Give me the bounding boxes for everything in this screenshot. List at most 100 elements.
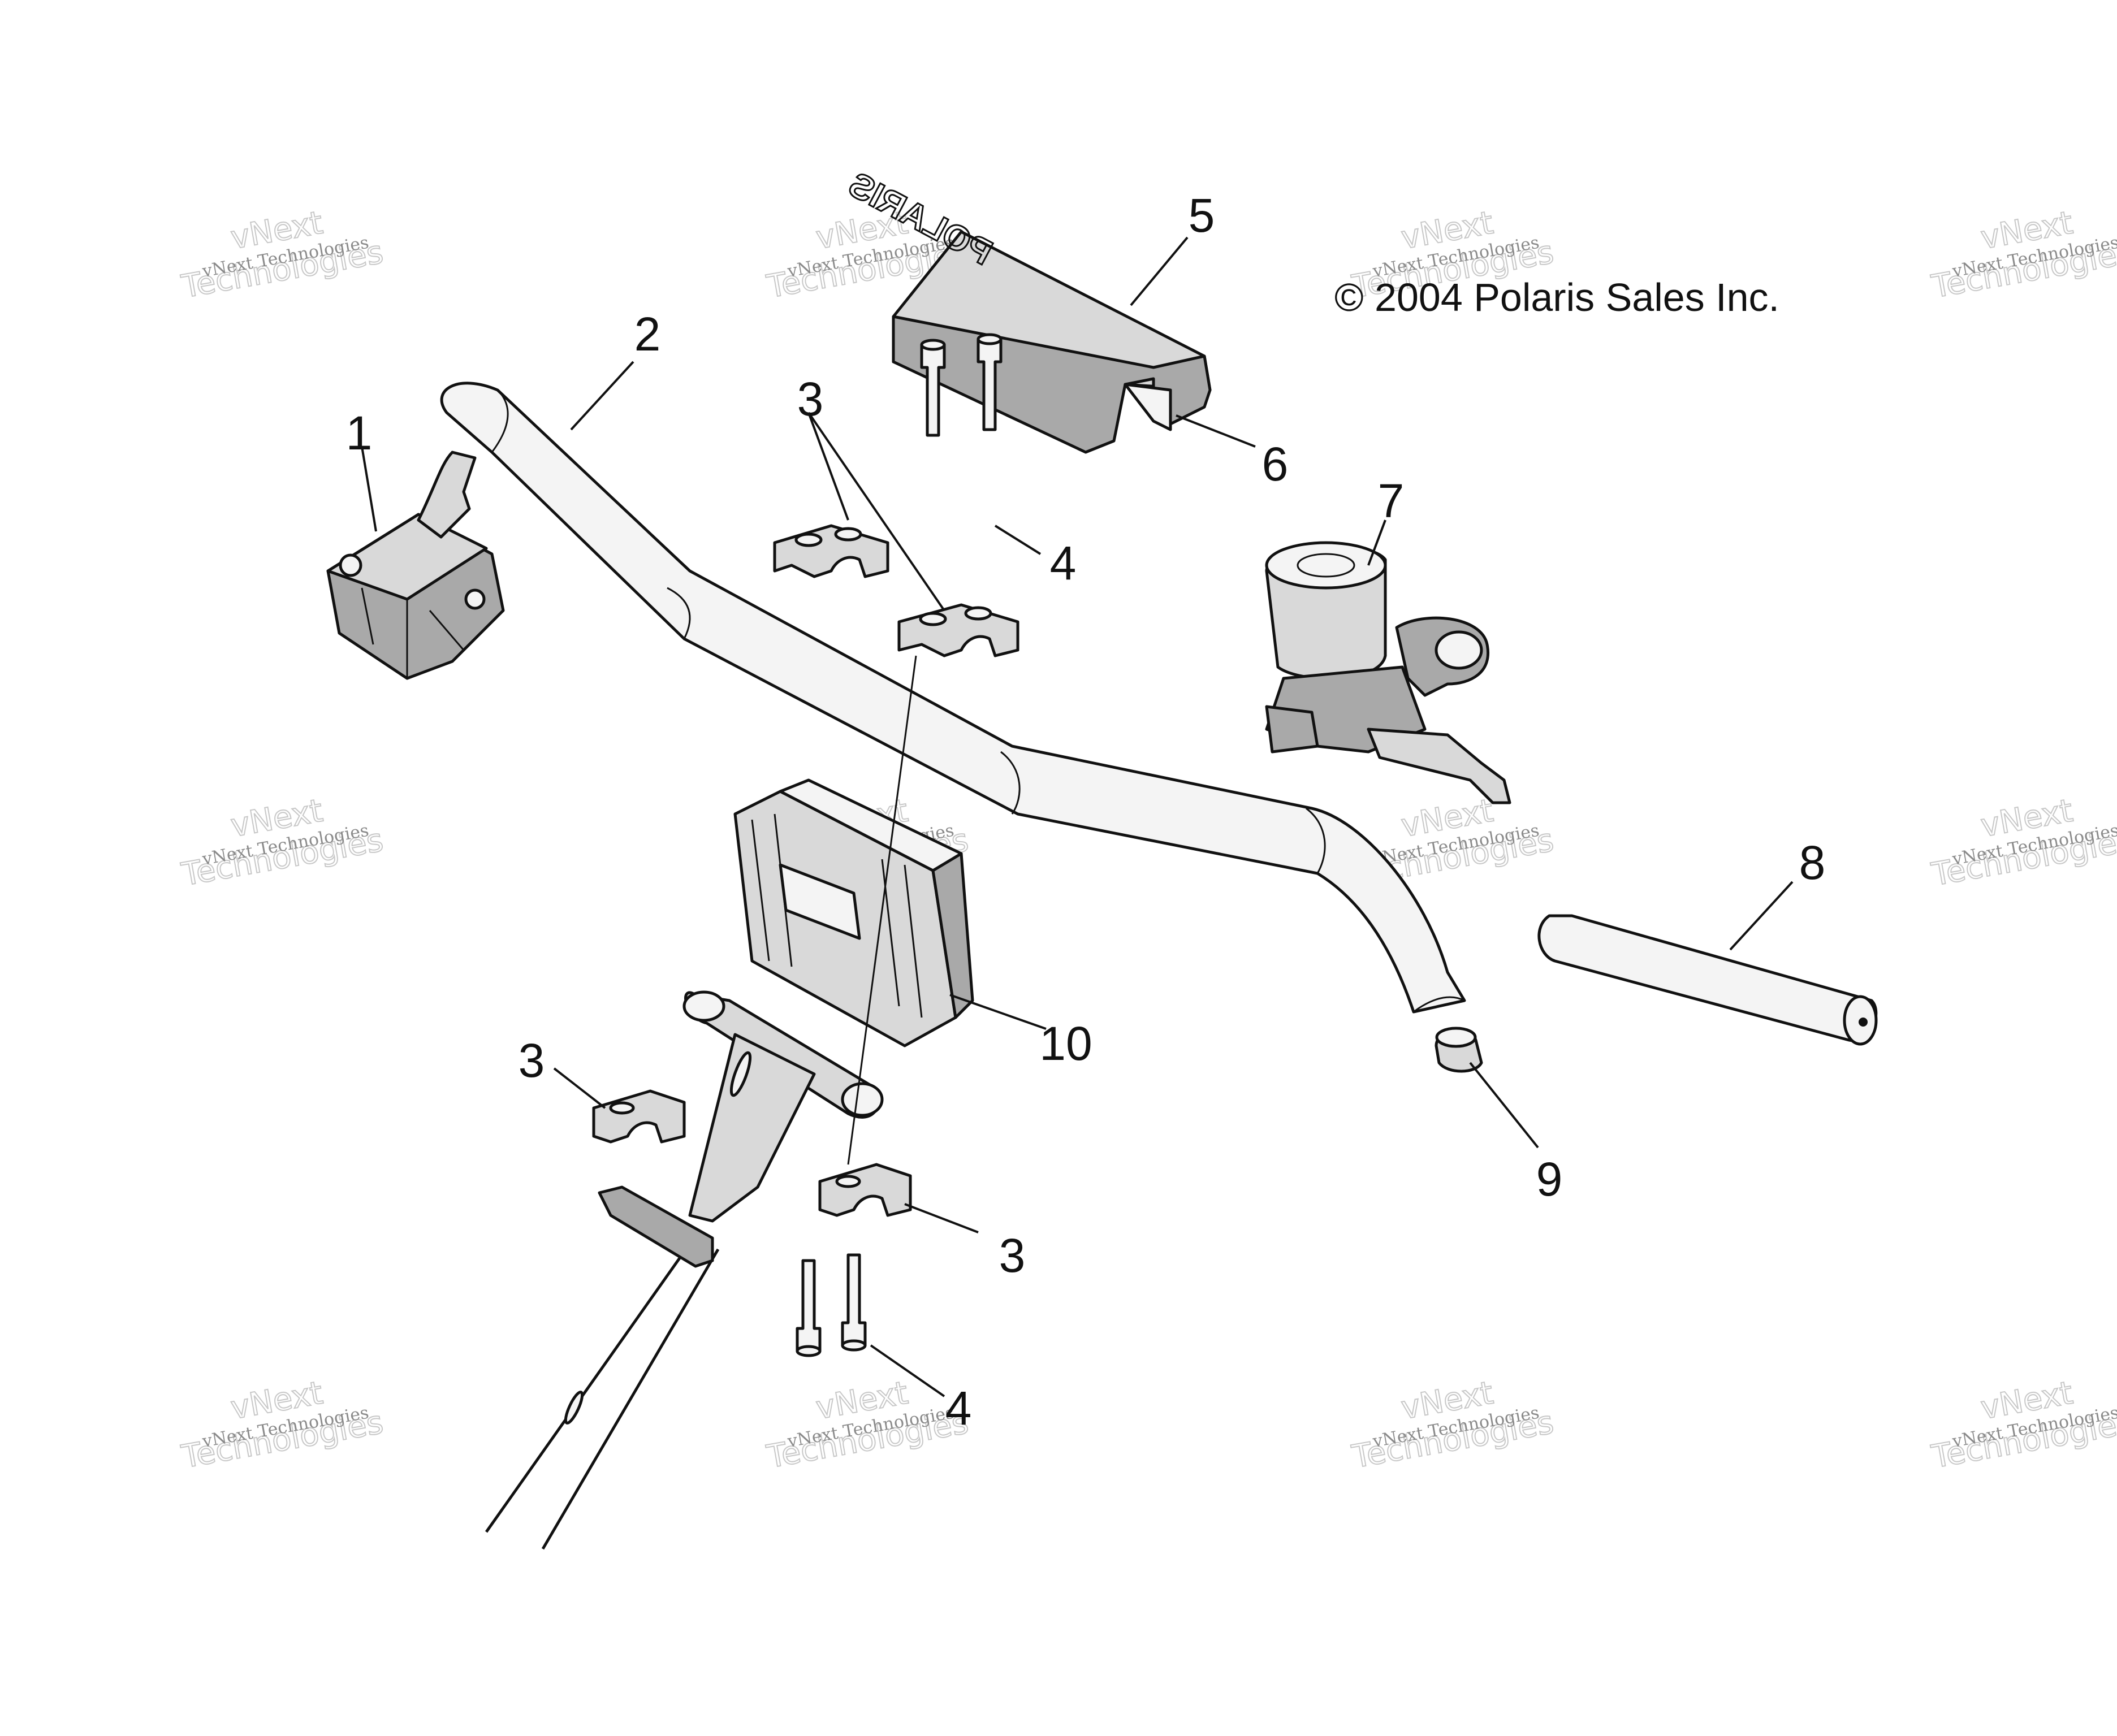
handlebar-joint-center bbox=[1000, 751, 1021, 815]
callout-4-upper: 4 bbox=[1050, 536, 1077, 590]
part-lower-clamp-a bbox=[592, 1089, 686, 1144]
handlebar-end-left bbox=[491, 389, 509, 453]
watermark: vNext Technologies vNext Technologies bbox=[1928, 204, 2117, 306]
callout-2: 2 bbox=[634, 308, 661, 361]
part-end-plug bbox=[1435, 1027, 1483, 1073]
callout-8: 8 bbox=[1799, 836, 1826, 889]
alignment-line bbox=[847, 655, 917, 1165]
leader-8 bbox=[1729, 881, 1794, 951]
callout-10: 10 bbox=[1039, 1017, 1092, 1070]
callout-1: 1 bbox=[346, 406, 373, 460]
clamp-a-body bbox=[773, 524, 889, 578]
leader-1 bbox=[361, 446, 377, 532]
leader-3b bbox=[807, 412, 945, 612]
handlebar-joint-right bbox=[1306, 807, 1326, 874]
riser-top bbox=[779, 778, 963, 872]
stem-slot bbox=[729, 1051, 752, 1097]
stem-tab bbox=[598, 1185, 714, 1268]
leader-10 bbox=[949, 994, 1047, 1030]
callout-3-lower-left: 3 bbox=[519, 1034, 545, 1087]
clamp-b-hole-1 bbox=[919, 612, 947, 626]
watermark: vNext Technologies vNext Technologies bbox=[1928, 792, 2117, 894]
lower-clamp-a-body bbox=[592, 1089, 686, 1144]
stem-bracket bbox=[688, 1033, 816, 1223]
callout-7: 7 bbox=[1378, 474, 1405, 527]
part-steering-stem bbox=[485, 990, 884, 1550]
clamp-a-hole-2 bbox=[834, 527, 862, 542]
leader-3d bbox=[904, 1203, 979, 1233]
lower-clamp-b-body bbox=[818, 1163, 912, 1217]
copyright-notice: © 2004 Polaris Sales Inc. bbox=[1334, 275, 1779, 319]
reservoir-cap bbox=[1265, 541, 1387, 590]
lower-clamp-a-hole bbox=[609, 1101, 635, 1115]
clamp-a-hole-1 bbox=[794, 533, 823, 547]
watermark: vNext Technologies vNext Technologies bbox=[178, 1374, 387, 1477]
leader-4a bbox=[994, 525, 1042, 555]
part-crossbar-pad: POLARIS bbox=[842, 164, 1212, 454]
part-master-cylinder bbox=[1265, 541, 1511, 804]
bolt-upper-1 bbox=[920, 343, 946, 437]
callout-9: 9 bbox=[1536, 1153, 1563, 1206]
grip-end-hole bbox=[1859, 1018, 1868, 1027]
callout-labels: 1 2 3 3 3 4 4 5 6 7 8 9 10 bbox=[346, 189, 1826, 1435]
reservoir-cap-center bbox=[1297, 553, 1355, 578]
leader-7 bbox=[1367, 519, 1386, 566]
bolt-upper-2-head bbox=[977, 333, 1003, 345]
callout-4-lower: 4 bbox=[945, 1382, 972, 1435]
switch-detail bbox=[361, 587, 465, 678]
part-upper-clamp-b bbox=[897, 603, 1019, 657]
part-switch-housing bbox=[326, 451, 505, 680]
leader-9 bbox=[1469, 1062, 1539, 1149]
part-grip bbox=[1537, 914, 1878, 1046]
switch-button bbox=[464, 588, 486, 610]
watermark: vNext Technologies vNext Technologies bbox=[763, 1374, 972, 1477]
callout-3-upper: 3 bbox=[797, 373, 824, 426]
pad-channel bbox=[1124, 383, 1172, 431]
bolt-lower-2 bbox=[841, 1253, 867, 1347]
switch-top bbox=[326, 513, 488, 601]
leader-2 bbox=[570, 361, 634, 431]
bolt-upper-2 bbox=[977, 337, 1003, 431]
part-handlebar bbox=[440, 382, 1466, 1014]
clamp-bore bbox=[1435, 630, 1483, 670]
callout-6: 6 bbox=[1262, 438, 1289, 491]
watermark: vNext Technologies vNext Technologies bbox=[178, 204, 387, 306]
stem-shaft bbox=[485, 1243, 720, 1550]
switch-lever bbox=[417, 451, 477, 539]
part-upper-clamp-a bbox=[773, 524, 889, 578]
handlebar-joint-left bbox=[667, 587, 691, 639]
handlebar-end-right bbox=[1413, 996, 1465, 1013]
bolt-lower-2-head bbox=[841, 1339, 867, 1352]
leader-4b bbox=[870, 1344, 945, 1397]
part-lower-bolts bbox=[796, 1253, 867, 1357]
part-upper-bolts bbox=[920, 333, 1003, 437]
bolt-lower-1 bbox=[796, 1259, 822, 1353]
lever-pivot bbox=[1265, 705, 1319, 754]
watermark: vNext Technologies vNext Technologies bbox=[178, 792, 387, 894]
stem-crossbar-end-left bbox=[682, 990, 725, 1022]
plug-top bbox=[1435, 1027, 1477, 1048]
watermark: vNext Technologies vNext Technologies bbox=[1928, 1374, 2117, 1477]
lower-clamp-b-hole bbox=[835, 1175, 861, 1188]
stem-lower-slot bbox=[564, 1391, 584, 1425]
callout-5: 5 bbox=[1189, 189, 1215, 242]
leader-6 bbox=[1176, 414, 1256, 448]
watermark: vNext Technologies vNext Technologies bbox=[1349, 1374, 1557, 1477]
stem-crossbar-end-right bbox=[841, 1082, 884, 1117]
callout-3-lower-right: 3 bbox=[999, 1229, 1026, 1282]
part-lower-clamp-b bbox=[818, 1163, 912, 1217]
grip-body bbox=[1537, 914, 1878, 1042]
part-riser-block bbox=[733, 778, 974, 1047]
brake-lever bbox=[1367, 728, 1511, 804]
leader-5 bbox=[1130, 236, 1189, 306]
leader-3a bbox=[807, 412, 849, 521]
leader-3c bbox=[553, 1067, 606, 1109]
bolt-upper-1-head bbox=[920, 339, 946, 351]
riser-fins bbox=[751, 813, 923, 1018]
clamp-b-hole-2 bbox=[964, 606, 992, 621]
handlebar-tube bbox=[440, 382, 1466, 1014]
clamp-b-body bbox=[897, 603, 1019, 657]
leader-lines bbox=[361, 236, 1794, 1397]
bolt-lower-1-head bbox=[796, 1345, 822, 1357]
